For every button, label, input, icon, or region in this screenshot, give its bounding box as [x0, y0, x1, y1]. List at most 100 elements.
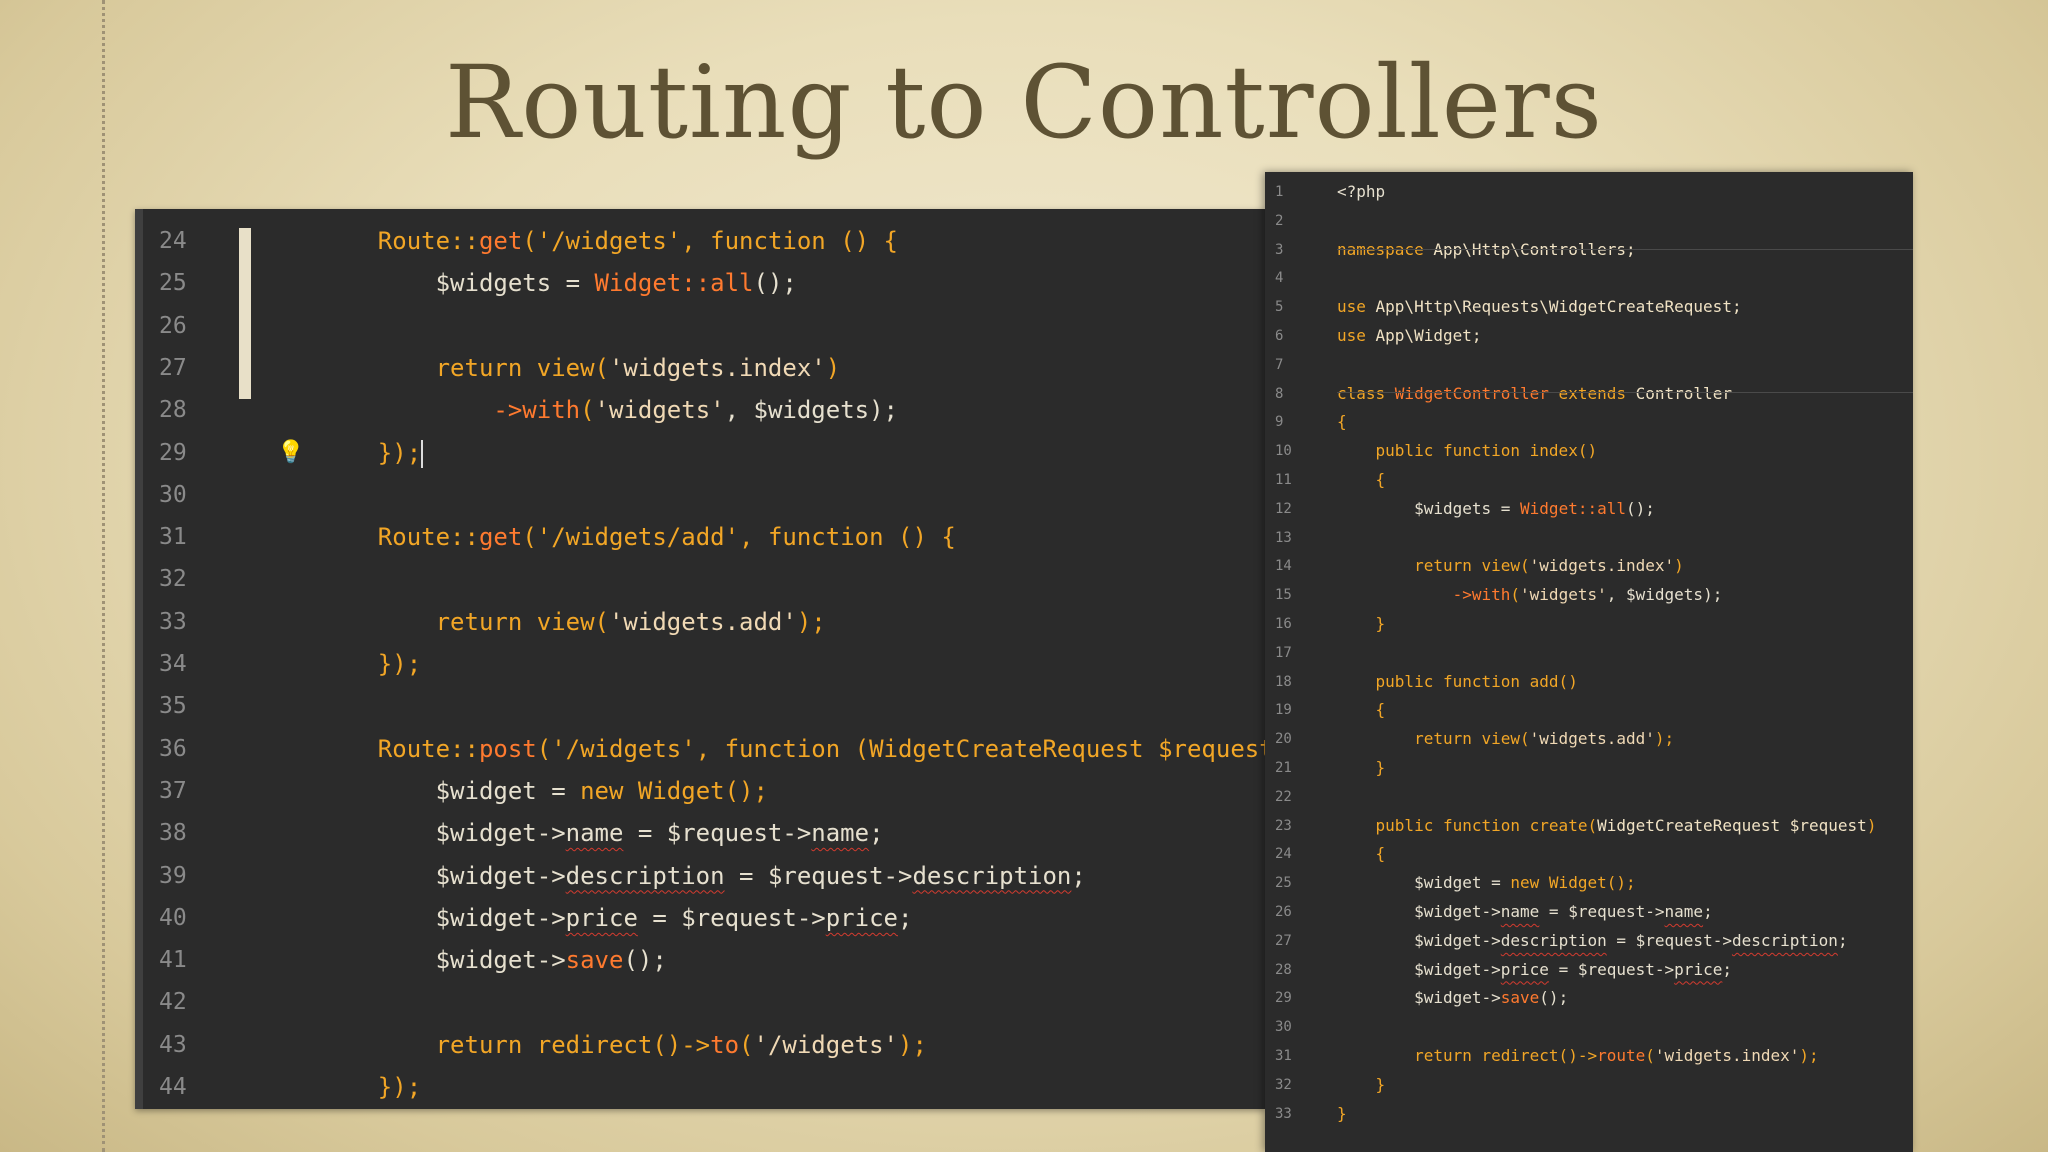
code-line: 10 public function index() [1265, 437, 1913, 466]
line-number: 29 [1275, 990, 1292, 1007]
code-line: 11 { [1265, 466, 1913, 495]
code-text: }); [320, 643, 421, 685]
code-line: 36 Route::post('/widgets', function (Wid… [135, 728, 1265, 770]
code-token: $widget-> [1337, 930, 1501, 950]
line-number: 8 [1275, 385, 1284, 402]
code-token: ; [1837, 930, 1848, 950]
line-number: 44 [159, 1074, 187, 1100]
code-line: 1<?php [1265, 178, 1913, 207]
code-token: $widget-> [320, 903, 566, 932]
code-token: Route:: [320, 523, 479, 552]
code-token: get [478, 227, 523, 255]
code-token: ( [1510, 585, 1521, 605]
code-text: $widgets = Widget::all(); [1337, 495, 1655, 524]
code-token: 'widgets' [594, 396, 725, 425]
code-text: $widget->price = $request->price; [320, 897, 913, 939]
line-number: 13 [1275, 529, 1292, 546]
code-token: ; [1722, 959, 1732, 979]
code-token: description [565, 861, 725, 890]
code-line: 23 public function create(WidgetCreateRe… [1265, 812, 1913, 841]
code-token: return view( [1337, 556, 1530, 576]
code-line: 39 $widget->description = $request->desc… [135, 855, 1265, 897]
line-number: 25 [159, 270, 187, 297]
line-number: 3 [1275, 241, 1284, 258]
code-line: 30 [135, 474, 1265, 516]
code-text: $widget->price = $request->price; [1337, 956, 1732, 985]
line-number: 24 [159, 228, 187, 254]
code-token: (); [753, 269, 797, 298]
code-line: 13 [1265, 524, 1913, 553]
section-divider [1337, 392, 1913, 393]
code-text: return view('widgets.index') [1337, 552, 1684, 581]
line-number: 7 [1275, 356, 1284, 373]
code-token: = $request-> [1606, 930, 1732, 950]
code-token: 'widgets.index' [1654, 1046, 1800, 1065]
line-number: 4 [1275, 270, 1284, 287]
code-line: 12 $widgets = Widget::all(); [1265, 495, 1913, 524]
code-token: = $request-> [637, 903, 826, 932]
code-token: name [1500, 902, 1540, 921]
fold-marker[interactable] [239, 228, 251, 312]
line-number: 12 [1275, 500, 1292, 517]
code-token: 'widgets.add' [608, 607, 797, 636]
code-text: $widget->description = $request->descrip… [1337, 927, 1848, 956]
code-token: extends [1548, 383, 1636, 403]
line-number: 20 [1275, 731, 1292, 748]
code-text: } [1337, 754, 1386, 783]
code-token: }); [320, 438, 422, 467]
line-number: 39 [159, 862, 187, 889]
code-text: { [1337, 840, 1386, 869]
line-number: 17 [1275, 644, 1292, 661]
code-token: ('/widgets', function () { [522, 227, 898, 255]
line-number: 18 [1275, 673, 1292, 690]
code-token: $widgets = [1337, 498, 1521, 518]
code-token: name [1664, 902, 1704, 921]
slide-stitch-border [102, 0, 105, 1152]
code-token: return redirect()-> [1337, 1046, 1598, 1065]
code-token: price [1674, 959, 1723, 979]
code-line: 42 [135, 981, 1265, 1023]
code-line: 35 [135, 685, 1265, 727]
lightbulb-icon[interactable]: 💡 [277, 439, 305, 465]
line-number: 32 [1275, 1076, 1292, 1093]
line-number: 43 [159, 1031, 187, 1058]
code-token: new Widget(); [580, 776, 768, 805]
line-number: 37 [159, 777, 187, 804]
code-text: } [1337, 1071, 1386, 1100]
routes-code-editor[interactable]: 24 Route::get('/widgets', function () {2… [135, 209, 1265, 1109]
code-line: 31 Route::get('/widgets/add', function (… [135, 516, 1265, 558]
code-token: $widget-> [1337, 988, 1501, 1008]
code-line: 25 $widget = new Widget(); [1265, 869, 1913, 898]
code-token: , $widgets); [1606, 585, 1723, 605]
code-token: '/widgets' [753, 1030, 899, 1059]
code-line: 44 }); [135, 1066, 1265, 1108]
fold-end-marker[interactable] [239, 309, 251, 399]
code-token: ; [1703, 902, 1713, 921]
code-token: 'widgets.index' [608, 353, 826, 382]
code-text: }); [320, 432, 424, 474]
code-token: { [1337, 844, 1386, 864]
line-number: 27 [1275, 932, 1292, 949]
code-text: $widget = new Widget(); [320, 770, 768, 812]
code-token: $widget-> [320, 861, 566, 890]
line-number: 24 [1275, 846, 1292, 863]
line-number: 30 [159, 481, 187, 508]
code-line: 22 [1265, 783, 1913, 812]
slide-title: Routing to Controllers [444, 44, 1604, 161]
code-token: ); [1799, 1046, 1819, 1065]
code-token: 'widgets.add' [1529, 729, 1655, 749]
code-token: description [1500, 930, 1607, 950]
line-number: 6 [1275, 328, 1284, 344]
line-number: 9 [1275, 414, 1284, 431]
code-token: ->with [1337, 585, 1511, 605]
code-text: $widget->save(); [1337, 984, 1568, 1013]
code-token: ('/widgets/add', function () { [522, 523, 956, 552]
code-token: return view( [320, 607, 609, 636]
code-text: public function create(WidgetCreateReque… [1337, 812, 1877, 841]
code-line: 20 return view('widgets.add'); [1265, 725, 1913, 754]
line-number: 28 [1275, 961, 1292, 978]
code-line: 24 { [1265, 840, 1913, 869]
